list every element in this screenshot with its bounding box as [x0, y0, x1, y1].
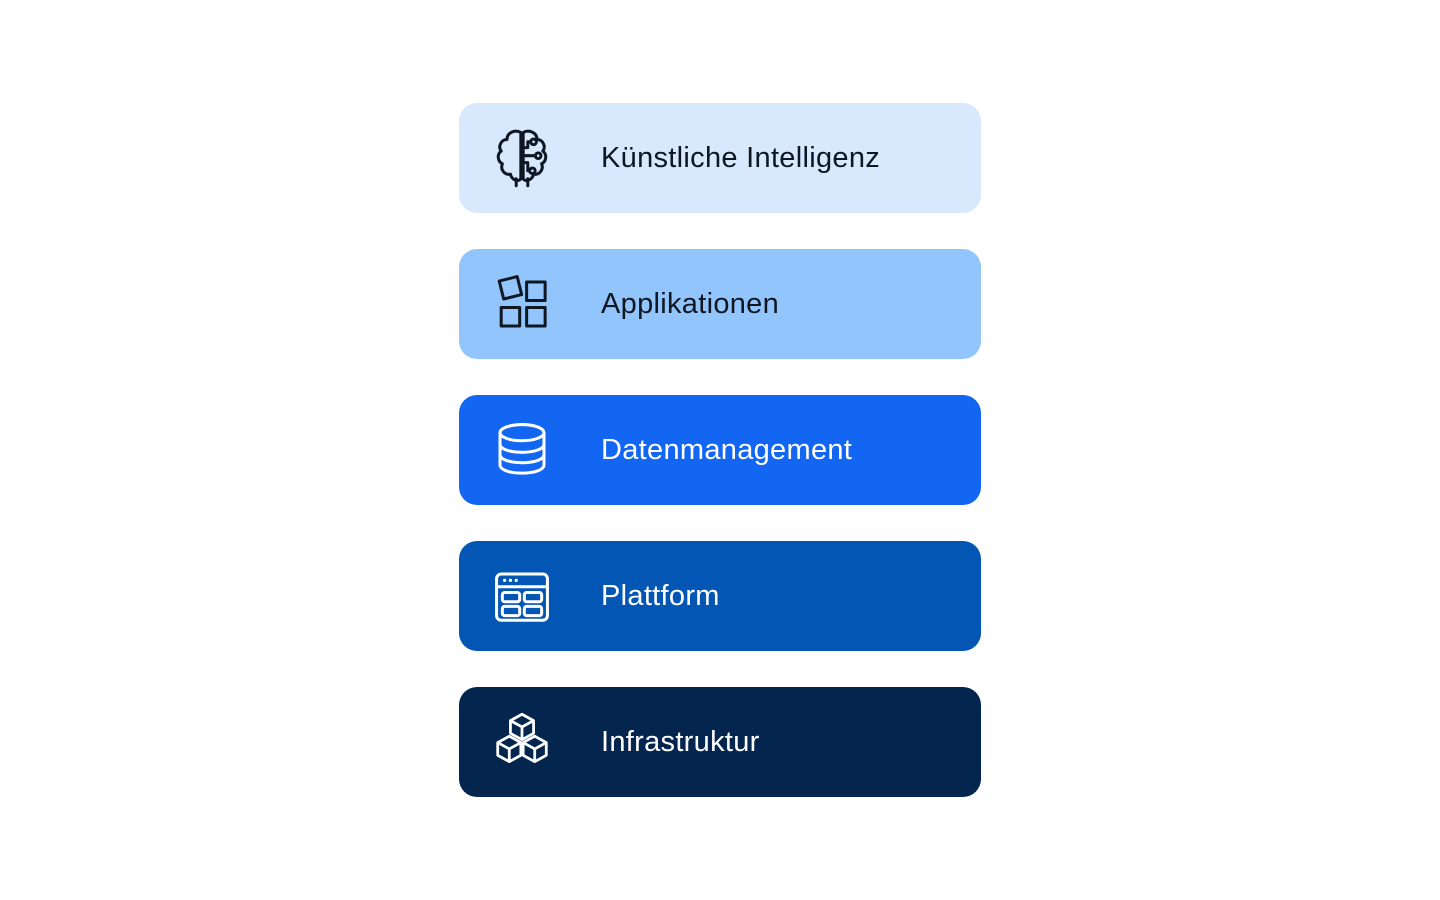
layer-label: Datenmanagement	[601, 433, 853, 466]
apps-squares-icon	[483, 265, 561, 343]
layer-card-applikationen: Applikationen	[459, 249, 981, 359]
brain-circuit-icon	[483, 119, 561, 197]
layer-card-kuenstliche-intelligenz: Künstliche Intelligenz	[459, 103, 981, 213]
layer-label: Künstliche Intelligenz	[601, 141, 881, 174]
layer-stack: Künstliche Intelligenz Applikationen	[459, 103, 981, 797]
layer-label: Infrastruktur	[601, 725, 760, 758]
layer-card-datenmanagement: Datenmanagement	[459, 395, 981, 505]
layer-label: Plattform	[601, 579, 720, 612]
layer-card-plattform: Plattform	[459, 541, 981, 651]
database-icon	[483, 411, 561, 489]
layer-card-infrastruktur: Infrastruktur	[459, 687, 981, 797]
browser-window-icon	[483, 557, 561, 635]
cubes-stack-icon	[483, 703, 561, 781]
layer-label: Applikationen	[601, 287, 780, 320]
